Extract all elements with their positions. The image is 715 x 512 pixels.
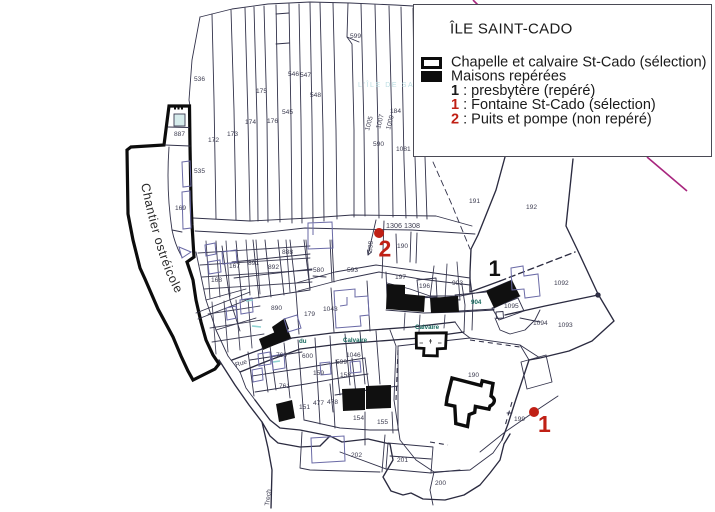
svg-text:du: du (299, 338, 307, 345)
svg-text:Calvaire: Calvaire (343, 337, 368, 344)
svg-text:L'ÎLE DE SAIN: L'ÎLE DE SAIN (358, 80, 425, 89)
svg-text:154: 154 (353, 415, 364, 422)
svg-text:1: 1 (489, 256, 501, 281)
svg-text:1 : Fontaine St-Cado (sélectio: 1 : Fontaine St-Cado (sélection) (451, 97, 656, 113)
svg-text:1095: 1095 (504, 303, 519, 310)
svg-text:155: 155 (377, 419, 388, 426)
svg-text:888: 888 (282, 249, 293, 256)
svg-text:151: 151 (299, 404, 310, 411)
svg-text:1092: 1092 (554, 280, 569, 287)
svg-text:2: 2 (379, 236, 392, 262)
svg-text:190: 190 (468, 372, 479, 379)
svg-text:174: 174 (245, 119, 256, 126)
svg-text:593: 593 (347, 267, 358, 274)
svg-text:891: 891 (248, 260, 259, 267)
svg-text:1308: 1308 (404, 221, 420, 230)
svg-text:200: 200 (435, 480, 446, 487)
svg-text:172: 172 (208, 137, 219, 144)
svg-text:1 : presbytère (repéré): 1 : presbytère (repéré) (451, 83, 595, 99)
svg-text:1009: 1009 (385, 114, 396, 130)
svg-text:477: 477 (313, 400, 324, 407)
svg-text:159: 159 (313, 370, 324, 377)
svg-text:600: 600 (302, 353, 313, 360)
svg-text:536: 536 (194, 76, 205, 83)
svg-text:1306: 1306 (386, 221, 402, 230)
svg-text:190: 190 (397, 243, 408, 250)
svg-text:478: 478 (327, 399, 338, 406)
svg-text:1043: 1043 (323, 306, 338, 313)
svg-text:169: 169 (175, 205, 186, 212)
svg-text:599: 599 (336, 359, 347, 366)
svg-text:167: 167 (229, 263, 240, 270)
svg-text:1005: 1005 (364, 115, 375, 131)
svg-text:1046: 1046 (346, 352, 361, 359)
svg-text:Rue: Rue (234, 358, 248, 368)
svg-text:158: 158 (340, 372, 351, 379)
svg-text:Maisons repérées: Maisons repérées (451, 69, 566, 85)
svg-text:887: 887 (174, 131, 185, 138)
svg-text:898: 898 (367, 240, 375, 252)
svg-text:168: 168 (211, 277, 222, 284)
svg-text:199: 199 (514, 416, 525, 423)
svg-text:545: 545 (282, 109, 293, 116)
svg-text:Chapelle et calvaire St-Cado (: Chapelle et calvaire St-Cado (sélection) (451, 55, 707, 71)
svg-text:1081: 1081 (396, 146, 411, 153)
svg-text:196: 196 (419, 283, 430, 290)
svg-text:175: 175 (256, 88, 267, 95)
svg-text:197: 197 (395, 274, 406, 281)
svg-text:580: 580 (313, 267, 324, 274)
svg-text:201: 201 (397, 457, 408, 464)
svg-text:599: 599 (350, 33, 361, 40)
svg-text:184: 184 (390, 108, 401, 115)
svg-text:1007: 1007 (375, 113, 386, 129)
svg-text:2 : Puits et pompe (non repéré: 2 : Puits et pompe (non repéré) (451, 112, 652, 128)
svg-text:Calvaire: Calvaire (415, 324, 440, 331)
svg-text:ÎLE SAINT-CADO: ÎLE SAINT-CADO (449, 21, 573, 38)
svg-text:Trech: Trech (264, 489, 273, 507)
svg-text:548: 548 (310, 92, 321, 99)
svg-text:904: 904 (471, 299, 482, 306)
svg-text:535: 535 (194, 168, 205, 175)
svg-text:191: 191 (469, 198, 480, 205)
svg-text:546: 546 (288, 71, 299, 78)
svg-text:547: 547 (300, 72, 311, 79)
svg-text:761: 761 (279, 383, 290, 390)
svg-text:179: 179 (304, 311, 315, 318)
svg-text:1094: 1094 (533, 320, 548, 327)
svg-text:890: 890 (271, 305, 282, 312)
svg-text:903: 903 (452, 280, 463, 287)
svg-text:173: 173 (227, 131, 238, 138)
svg-text:192: 192 (526, 204, 537, 211)
svg-text:176: 176 (267, 118, 278, 125)
svg-text:590: 590 (373, 141, 384, 148)
svg-text:202: 202 (351, 452, 362, 459)
svg-text:1093: 1093 (558, 322, 573, 329)
svg-text:1: 1 (538, 411, 551, 437)
svg-text:760: 760 (276, 352, 287, 359)
svg-text:892: 892 (268, 264, 279, 271)
